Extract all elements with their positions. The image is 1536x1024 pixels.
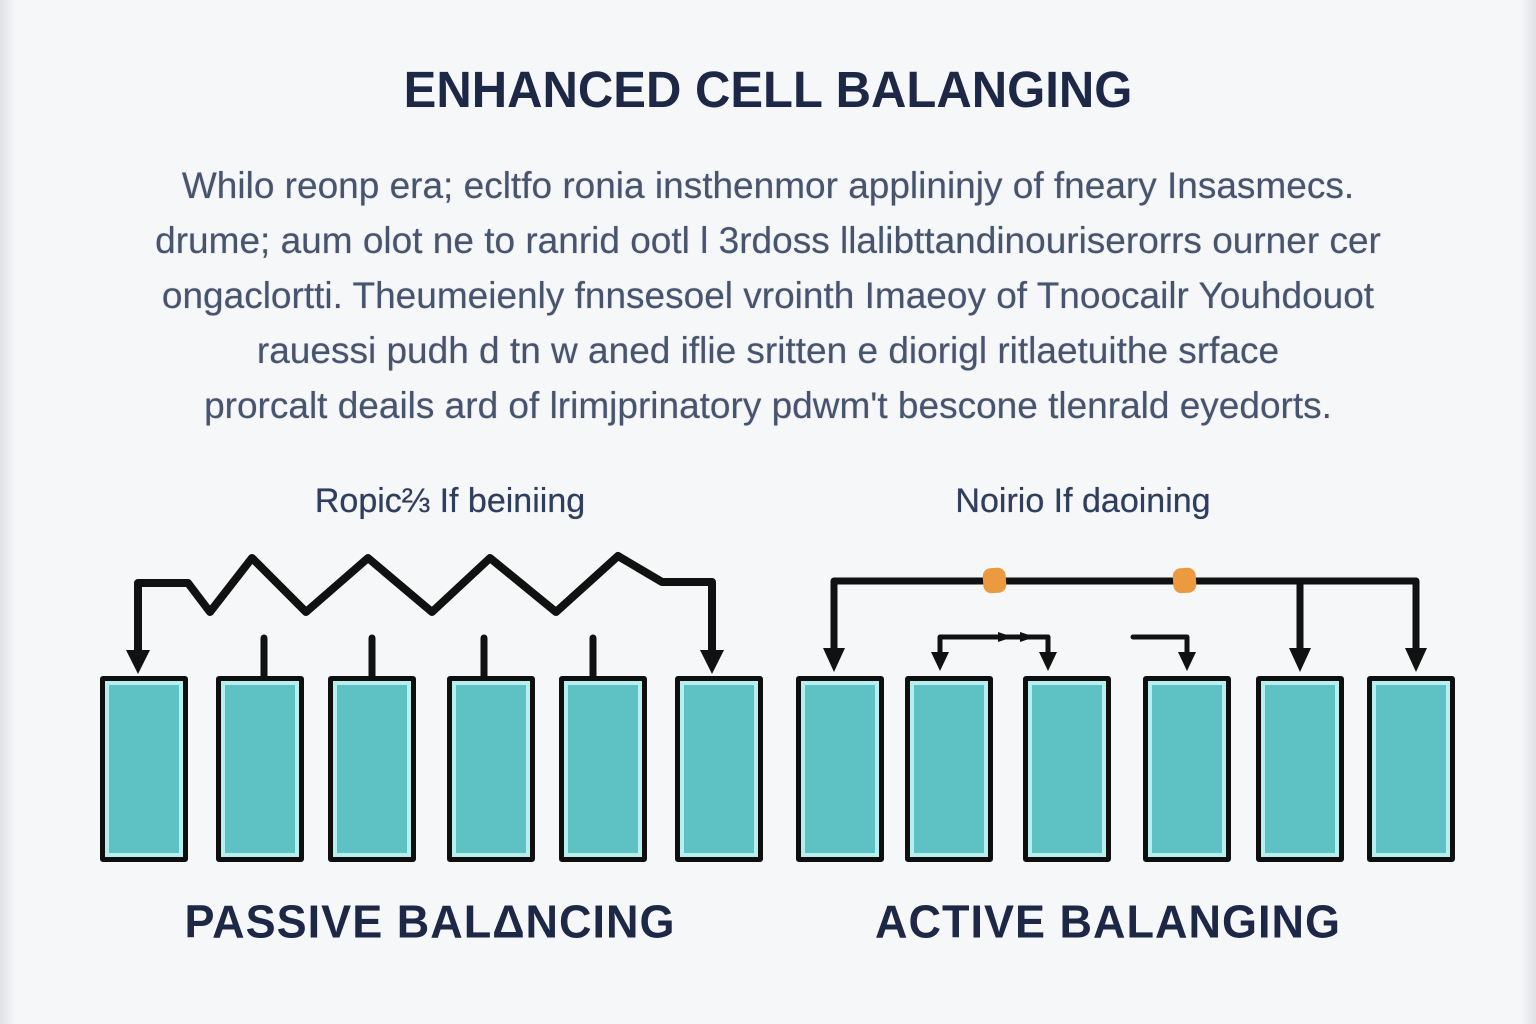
passive-balancing-diagram bbox=[80, 540, 780, 875]
paragraph-line: rauessi pudh d tn w aned iflie sritten e… bbox=[256, 330, 1280, 371]
battery-cell bbox=[796, 676, 884, 862]
right-edge-shade bbox=[1520, 0, 1536, 1024]
down-arrow-icon bbox=[1405, 648, 1427, 672]
cell-link-wire bbox=[937, 634, 1051, 654]
battery-cell bbox=[559, 676, 647, 862]
down-arrow-icon bbox=[126, 650, 150, 674]
battery-cell bbox=[1367, 676, 1455, 862]
paragraph-line: ongaclortti. Theumeienly fnnsesoel vroin… bbox=[161, 275, 1375, 316]
active-caption: ACTIVE BALANGING bbox=[875, 894, 1341, 948]
battery-cell bbox=[328, 676, 416, 862]
battery-cell bbox=[675, 676, 763, 862]
passive-caption: PASSIVE BALΔNCING bbox=[184, 894, 676, 948]
paragraph-line: drume; aum olot ne to ranrid ootl l 3rdo… bbox=[155, 220, 1381, 261]
right-arrow-icon bbox=[998, 632, 1013, 642]
battery-cell bbox=[1143, 676, 1231, 862]
down-arrow-icon bbox=[1039, 652, 1057, 671]
page-title: ENHANCED CELL BALANGING bbox=[403, 61, 1133, 119]
balancing-bus-wire bbox=[830, 577, 1420, 658]
active-subtitle: Noirio If daoining bbox=[955, 482, 1211, 520]
battery-cell bbox=[447, 676, 535, 862]
paragraph-line: prorcalt deails ard of lrimjprinatory pd… bbox=[204, 385, 1332, 426]
active-balancing-diagram bbox=[790, 540, 1490, 875]
battery-cell bbox=[1023, 676, 1111, 862]
converter-icon bbox=[1172, 567, 1197, 594]
down-arrow-icon bbox=[1178, 652, 1196, 671]
passive-wiring bbox=[126, 552, 724, 680]
battery-cell bbox=[100, 676, 188, 862]
down-arrow-icon bbox=[1289, 648, 1311, 672]
converter-icon bbox=[982, 567, 1007, 594]
passive-subtitle: Ropic⅔ If beiniing bbox=[314, 482, 586, 520]
active-wiring bbox=[823, 567, 1427, 672]
left-edge-shade bbox=[0, 0, 16, 1024]
resistor-zigzag-wire bbox=[134, 552, 716, 658]
battery-cell bbox=[1256, 676, 1344, 862]
cell-link-wire bbox=[1130, 634, 1190, 657]
battery-cell bbox=[905, 676, 993, 862]
battery-cell bbox=[216, 676, 304, 862]
intro-paragraph: Whilo reonp era; ecltfo ronia insthenmor… bbox=[0, 158, 1536, 433]
paragraph-line: Whilo reonp era; ecltfo ronia insthenmor… bbox=[181, 165, 1355, 206]
right-arrow-icon bbox=[1020, 632, 1035, 642]
down-arrow-icon bbox=[931, 652, 949, 671]
down-arrow-icon bbox=[823, 648, 845, 672]
down-arrow-icon bbox=[700, 650, 724, 674]
